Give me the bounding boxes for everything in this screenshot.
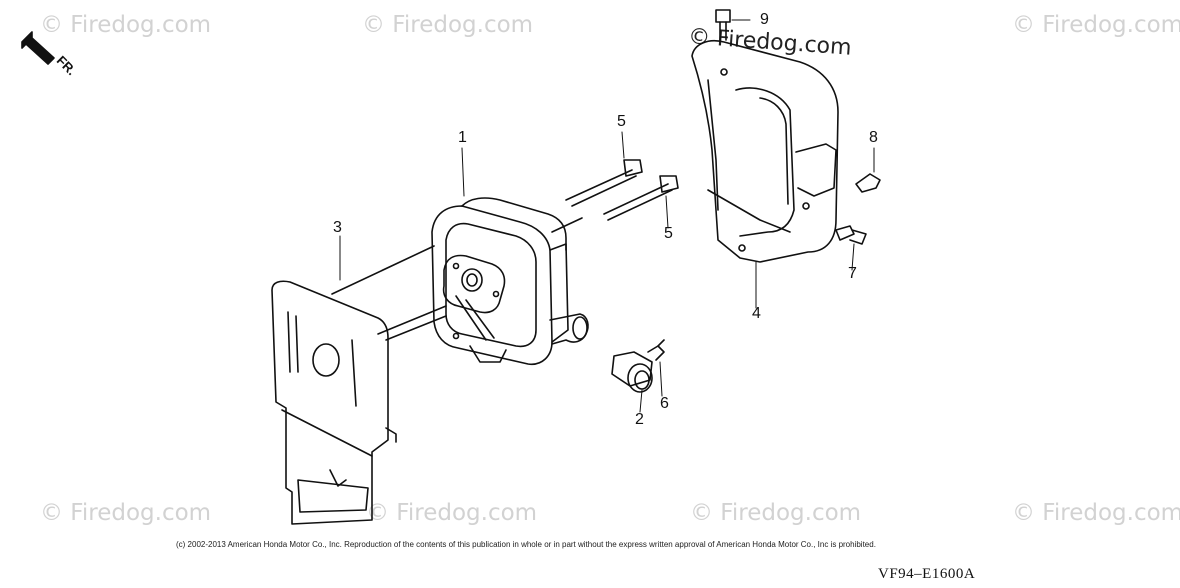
watermark: © Firedog.com	[40, 500, 212, 526]
callout-number: 9	[760, 11, 769, 28]
front-direction-arrow-icon	[21, 31, 55, 65]
copyright-notice: (c) 2002-2013 American Honda Motor Co., …	[176, 540, 876, 549]
callout-number: 5	[617, 113, 626, 130]
muffler	[331, 159, 679, 366]
callout-number: 5	[664, 225, 673, 242]
callout-number: 2	[635, 411, 644, 428]
heat-protector-plate	[271, 280, 397, 525]
spark-arrester-cap	[611, 339, 665, 393]
callout-number: 7	[848, 265, 857, 282]
callout-number: 3	[333, 219, 342, 236]
muffler-protector	[691, 9, 881, 263]
diagram-code: VF94–E1600A	[878, 566, 976, 582]
watermark: © Firedog.com	[366, 500, 538, 526]
leader-lines	[339, 19, 875, 413]
watermark: © Firedog.com	[1012, 500, 1180, 526]
watermark: © Firedog.com	[1012, 12, 1180, 38]
callout-number: 6	[660, 395, 669, 412]
callout-number: 1	[458, 129, 467, 146]
watermark: © Firedog.com	[362, 12, 534, 38]
callout-number: 8	[869, 129, 878, 146]
callout-number: 4	[752, 305, 761, 322]
watermark: © Firedog.com	[40, 12, 212, 38]
watermark: © Firedog.com	[690, 500, 862, 526]
